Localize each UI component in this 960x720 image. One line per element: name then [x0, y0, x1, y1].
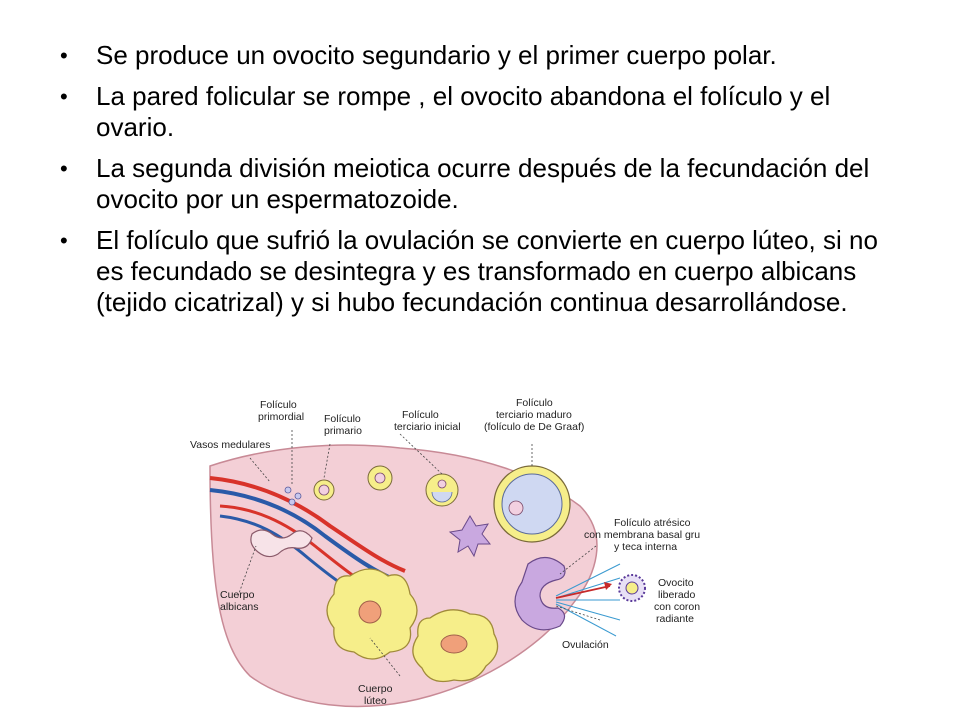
- label-terciario-inicial-1: Folículo: [402, 409, 439, 421]
- label-albicans-1: Cuerpo: [220, 589, 255, 601]
- label-maduro-2: terciario maduro: [496, 409, 572, 421]
- early-tertiary-follicle: [425, 473, 459, 507]
- corpus-luteum-1: [326, 568, 418, 660]
- label-ovulacion: Ovulación: [562, 639, 609, 651]
- label-luteo-1: Cuerpo: [358, 683, 393, 695]
- primary-follicle: [313, 479, 335, 501]
- graafian-follicle: [493, 465, 571, 543]
- label-vasos: Vasos medulares: [190, 439, 270, 451]
- released-oocyte: [618, 574, 646, 602]
- label-terciario-inicial-2: terciario inicial: [394, 421, 461, 433]
- bullet-dot-icon: •: [60, 43, 68, 68]
- bullet-item: • El folículo que sufrió la ovulación se …: [58, 225, 898, 318]
- label-ovocito-2: liberado: [658, 589, 696, 601]
- leader-lines: [237, 430, 601, 677]
- bullet-text: La segunda división meiotica ocurre desp…: [96, 153, 870, 214]
- label-ovocito-1: Ovocito: [658, 577, 694, 589]
- label-albicans-2: albicans: [220, 601, 259, 613]
- primordial-follicles: [284, 486, 302, 506]
- artery-vessel: [209, 476, 406, 573]
- bullet-text: La pared folicular se rompe , el ovocito…: [96, 81, 831, 142]
- bullet-dot-icon: •: [60, 84, 68, 109]
- bullet-text: Se produce un ovocito segundario y el pr…: [96, 40, 777, 70]
- bullet-item: • La pared folicular se rompe , el ovocit…: [58, 81, 898, 143]
- label-atresico-3: y teca interna: [614, 541, 677, 553]
- ovulation-rays: [555, 563, 621, 637]
- label-atresico-2: con membrana basal gruesa: [584, 529, 700, 541]
- corpus-luteum-2: [412, 609, 499, 683]
- label-primordial-2: primordial: [258, 411, 304, 423]
- bullet-text: El folículo que sufrió la ovulación se c…: [96, 225, 878, 317]
- atretic-follicle-star: [448, 515, 492, 558]
- bullet-item: • Se produce un ovocito segundario y el p…: [58, 40, 898, 71]
- bullet-item: • La segunda división meiotica ocurre des…: [58, 153, 898, 215]
- label-primario-1: Folículo: [324, 413, 361, 425]
- ovulation-arrow: [555, 585, 611, 599]
- label-maduro-3: (folículo de De Graaf): [484, 421, 584, 433]
- label-luteo-2: lúteo: [364, 695, 387, 707]
- secondary-follicle: [367, 465, 393, 491]
- ovulating-follicle: [514, 556, 566, 631]
- ovary-diagram: Folículo primordial Folículo primario Fo…: [190, 397, 700, 708]
- bullet-list: • Se produce un ovocito segundario y el p…: [58, 40, 898, 328]
- label-primordial-1: Folículo: [260, 399, 297, 411]
- label-ovocito-4: radiante: [656, 613, 694, 625]
- label-ovocito-3: con corona: [654, 601, 700, 613]
- bullet-dot-icon: •: [60, 156, 68, 181]
- ovulation-arrowhead-icon: [604, 582, 612, 590]
- label-atresico-1: Folículo atrésico: [614, 517, 691, 529]
- corpus-albicans-shape: [250, 529, 313, 558]
- bullet-dot-icon: •: [60, 228, 68, 253]
- label-maduro-1: Folículo: [516, 397, 553, 409]
- label-primario-2: primario: [324, 425, 362, 437]
